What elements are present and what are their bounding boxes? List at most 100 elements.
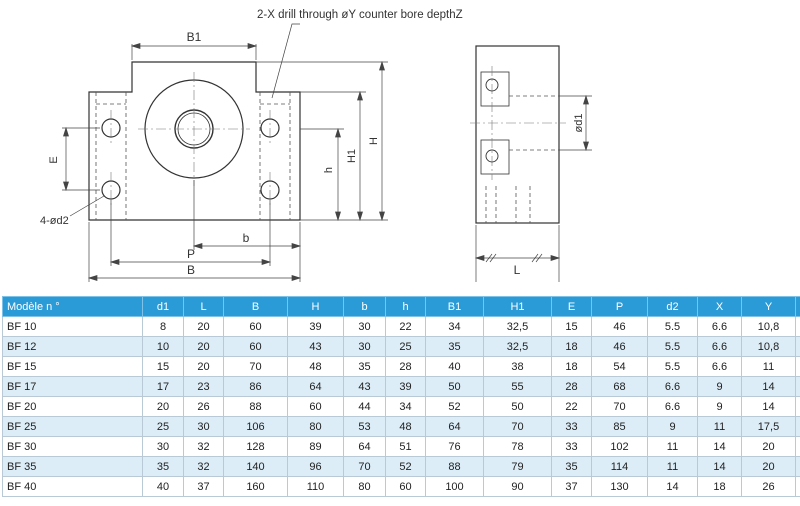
value-cell: 96 — [287, 456, 344, 477]
value-cell: 20 — [741, 456, 796, 477]
label-d2: 4-ød2 — [40, 215, 69, 227]
label-b: B — [187, 263, 195, 277]
column-header: d2 — [647, 296, 698, 317]
value-cell: 102 — [591, 436, 648, 457]
value-cell: 5 — [795, 316, 800, 337]
value-cell: 8.5 — [795, 396, 800, 417]
value-cell: 64 — [343, 436, 386, 457]
model-cell: BF 12 — [2, 336, 143, 357]
value-cell: 32,5 — [483, 336, 552, 357]
value-cell: 110 — [287, 476, 344, 497]
value-cell: 20 — [183, 336, 224, 357]
column-header: Modèle n ° — [2, 296, 143, 317]
table-row: BF 30303212889645176783310211142013 — [2, 436, 800, 457]
value-cell: 70 — [223, 356, 288, 377]
value-cell: 33 — [551, 436, 592, 457]
label-h: H — [368, 137, 380, 145]
value-cell: 48 — [287, 356, 344, 377]
value-cell: 90 — [483, 476, 552, 497]
value-cell: 34 — [385, 396, 426, 417]
value-cell: 9 — [697, 376, 742, 397]
value-cell: 17 — [142, 376, 184, 397]
value-cell: 10,8 — [741, 316, 796, 337]
value-cell: 11 — [647, 456, 698, 477]
front-view-hidden-lines — [95, 92, 291, 220]
value-cell: 6.6 — [647, 376, 698, 397]
value-cell: 6.5 — [795, 356, 800, 377]
value-cell: 5.5 — [647, 316, 698, 337]
value-cell: 35 — [343, 356, 386, 377]
value-cell: 9 — [647, 416, 698, 437]
value-cell: 14 — [697, 436, 742, 457]
value-cell: 50 — [425, 376, 484, 397]
value-cell: 1.5 — [795, 336, 800, 357]
value-cell: 9 — [697, 396, 742, 417]
value-cell: 140 — [223, 456, 288, 477]
column-header: H1 — [483, 296, 552, 317]
table-header-row: Modèle n °d1LBHbhB1H1EPd2XYZ — [2, 296, 800, 317]
value-cell: 60 — [223, 336, 288, 357]
value-cell: 14 — [741, 376, 796, 397]
model-cell: BF 40 — [2, 476, 143, 497]
value-cell: 33 — [551, 416, 592, 437]
value-cell: 39 — [385, 376, 426, 397]
technical-drawing: 2-X drill through øY counter bore depthZ… — [40, 9, 592, 282]
value-cell: 100 — [425, 476, 484, 497]
value-cell: 35 — [425, 336, 484, 357]
value-cell: 35 — [551, 456, 592, 477]
value-cell: 50 — [483, 396, 552, 417]
value-cell: 11 — [795, 416, 800, 437]
value-cell: 35 — [142, 456, 184, 477]
callout-label: 2-X drill through øY counter bore depthZ — [257, 9, 463, 21]
value-cell: 64 — [425, 416, 484, 437]
value-cell: 70 — [591, 396, 648, 417]
value-cell: 30 — [183, 416, 224, 437]
column-header: P — [591, 296, 648, 317]
value-cell: 13 — [795, 436, 800, 457]
value-cell: 32 — [183, 456, 224, 477]
value-cell: 10,8 — [741, 336, 796, 357]
value-cell: 6.6 — [697, 356, 742, 377]
column-header: d1 — [142, 296, 184, 317]
value-cell: 28 — [551, 376, 592, 397]
value-cell: 89 — [287, 436, 344, 457]
value-cell: 52 — [385, 456, 426, 477]
value-cell: 76 — [425, 436, 484, 457]
value-cell: 17,5 — [741, 416, 796, 437]
model-cell: BF 35 — [2, 456, 143, 477]
value-cell: 39 — [287, 316, 344, 337]
dimension-labels: 2-X drill through øY counter bore depthZ… — [40, 9, 585, 277]
value-cell: 23 — [183, 376, 224, 397]
value-cell: 128 — [223, 436, 288, 457]
front-view — [88, 61, 301, 221]
front-view-centerlines — [110, 72, 271, 208]
side-view — [475, 45, 560, 224]
value-cell: 6.6 — [697, 336, 742, 357]
value-cell: 114 — [591, 456, 648, 477]
value-cell: 26 — [741, 476, 796, 497]
label-h-small: h — [323, 167, 335, 173]
value-cell: 54 — [591, 356, 648, 377]
side-view-centerlines — [470, 66, 566, 180]
value-cell: 64 — [287, 376, 344, 397]
column-header: E — [551, 296, 592, 317]
value-cell: 11 — [697, 416, 742, 437]
value-cell: 20 — [183, 356, 224, 377]
value-cell: 5.5 — [647, 336, 698, 357]
value-cell: 11 — [647, 436, 698, 457]
value-cell: 88 — [223, 396, 288, 417]
value-cell: 86 — [223, 376, 288, 397]
column-header: B — [223, 296, 288, 317]
value-cell: 6.6 — [697, 316, 742, 337]
value-cell: 70 — [343, 456, 386, 477]
value-cell: 6.6 — [647, 396, 698, 417]
value-cell: 52 — [425, 396, 484, 417]
model-cell: BF 17 — [2, 376, 143, 397]
value-cell: 60 — [385, 476, 426, 497]
column-header: X — [697, 296, 742, 317]
